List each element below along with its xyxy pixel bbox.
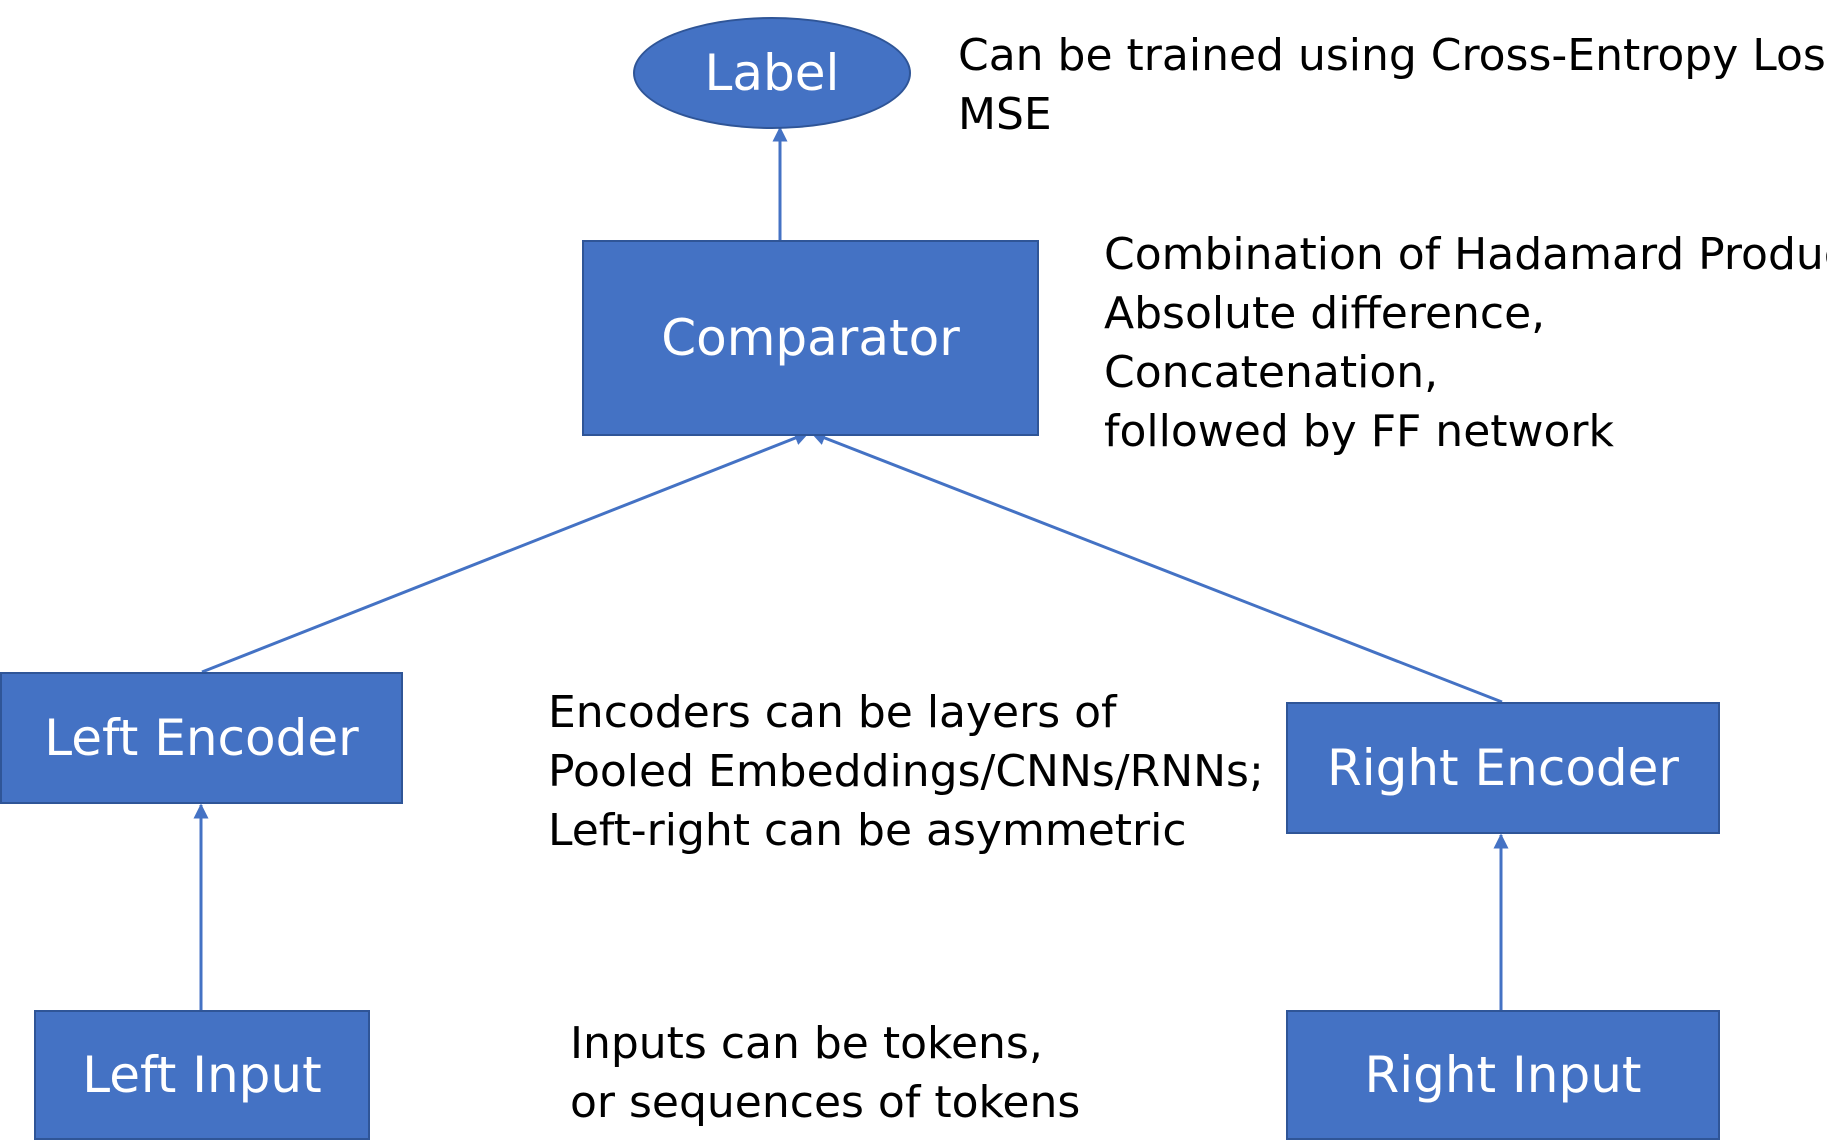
label-annotation-line-2: MSE xyxy=(958,89,1052,140)
comparator-annotation-line-1: Combination of Hadamard Product, xyxy=(1104,229,1827,280)
encoder-annotation-line-2: Pooled Embeddings/CNNs/RNNs; xyxy=(548,746,1264,797)
right-encoder-node: Right Encoder xyxy=(1286,702,1720,834)
right-input-node: Right Input xyxy=(1286,1010,1720,1140)
label-annotation-line-1: Can be trained using Cross-Entropy Loss, xyxy=(958,30,1827,81)
left-encoder-node: Left Encoder xyxy=(0,672,403,804)
arrow-right-encoder-to-comparator xyxy=(810,430,1503,704)
input-annotation-line-2: or sequences of tokens xyxy=(570,1077,1081,1128)
comparator-annotation-line-3: Concatenation, xyxy=(1104,347,1439,398)
comparator-annotation: Combination of Hadamard Product, Absolut… xyxy=(1104,225,1827,461)
encoder-annotation: Encoders can be layers of Pooled Embeddi… xyxy=(548,683,1264,860)
encoder-annotation-line-1: Encoders can be layers of xyxy=(548,687,1117,738)
input-annotation: Inputs can be tokens, or sequences of to… xyxy=(570,1014,1080,1132)
label-annotation: Can be trained using Cross-Entropy Loss,… xyxy=(958,26,1827,144)
label-node: Label xyxy=(633,17,911,129)
comparator-annotation-line-2: Absolute difference, xyxy=(1104,288,1546,339)
comparator-node: Comparator xyxy=(582,240,1039,436)
arrow-left-encoder-to-comparator xyxy=(201,430,810,674)
left-input-node: Left Input xyxy=(34,1010,370,1140)
encoder-annotation-line-3: Left-right can be asymmetric xyxy=(548,805,1187,856)
input-annotation-line-1: Inputs can be tokens, xyxy=(570,1018,1043,1069)
comparator-annotation-line-4: followed by FF network xyxy=(1104,406,1614,457)
